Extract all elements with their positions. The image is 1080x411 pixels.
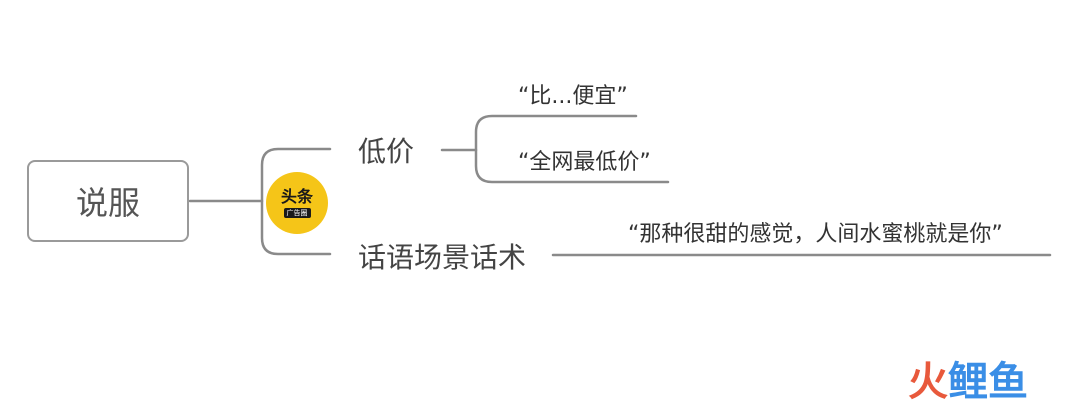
root-label: 说服 xyxy=(75,184,140,222)
leaf-cheaper-than: “比...便宜” xyxy=(518,84,628,109)
toutiao-ad-circle-logo: 头条 广告圈 xyxy=(266,172,328,234)
badge-sub-text: 广告圈 xyxy=(283,208,311,218)
leaf-lowest-price: “全网最低价” xyxy=(518,150,651,175)
bracket-main xyxy=(260,147,332,256)
watermark-part-2: 鲤鱼 xyxy=(948,359,1028,405)
badge-main-text: 头条 xyxy=(280,187,313,206)
branch-speech-scripts: 话语场景话术 xyxy=(358,241,527,274)
bracket-lowprice xyxy=(474,114,670,184)
root-node: 说服 xyxy=(27,160,189,242)
watermark-logo: 火鲤鱼 xyxy=(908,358,1028,406)
leaf-sweet-peach: “那种很甜的感觉，人间水蜜桃就是你” xyxy=(628,222,1003,247)
branch-low-price: 低价 xyxy=(358,135,415,168)
watermark-part-1: 火 xyxy=(908,359,948,405)
